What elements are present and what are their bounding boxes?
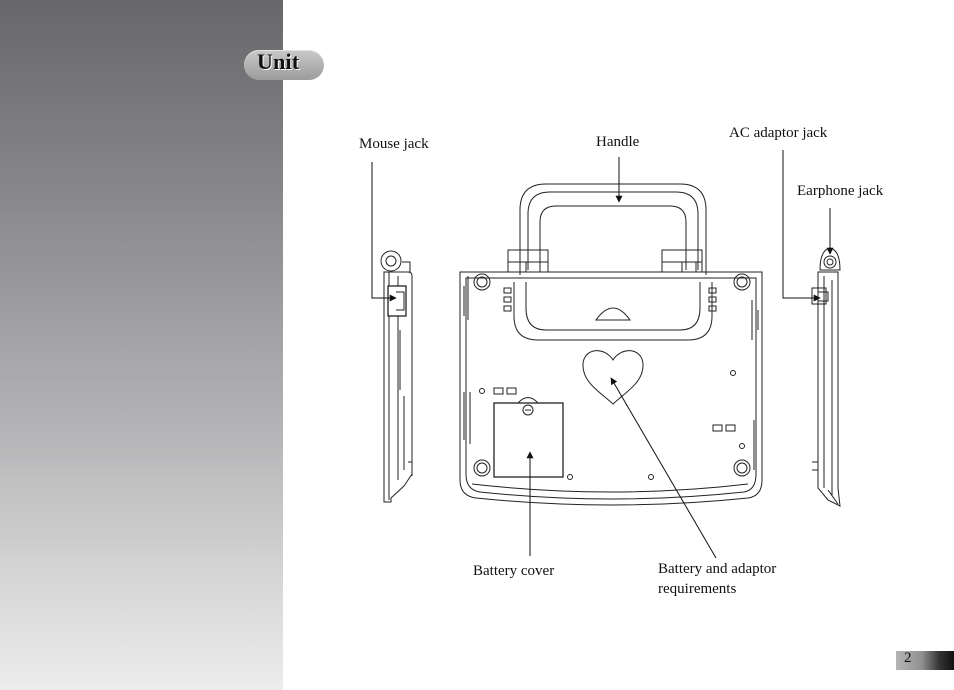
ac-adaptor-jack-leader [782, 150, 821, 302]
battery-cover-label: Battery cover [473, 563, 555, 579]
unit-back-body [459, 271, 763, 506]
left-side-view [380, 250, 413, 503]
mouse-jack-leader [371, 162, 397, 302]
ac-adaptor-jack-label: AC adaptor jack [729, 125, 828, 141]
handle [507, 183, 713, 341]
page-number-tab [896, 651, 954, 670]
battery-requirements-leader [610, 377, 717, 559]
section-title: Unit [257, 49, 300, 74]
leader-lines [371, 150, 834, 559]
sidebar-gradient [0, 0, 283, 690]
mouse-jack-label: Mouse jack [359, 136, 429, 152]
battery-requirements-label-line2: requirements [658, 581, 737, 597]
earphone-jack-label: Earphone jack [797, 183, 884, 199]
handle-label: Handle [596, 134, 640, 150]
page-number: 2 [904, 650, 912, 666]
section-tab [244, 50, 324, 80]
battery-requirements-label-line1: Battery and adaptor [658, 561, 777, 577]
right-side-view [811, 247, 841, 507]
